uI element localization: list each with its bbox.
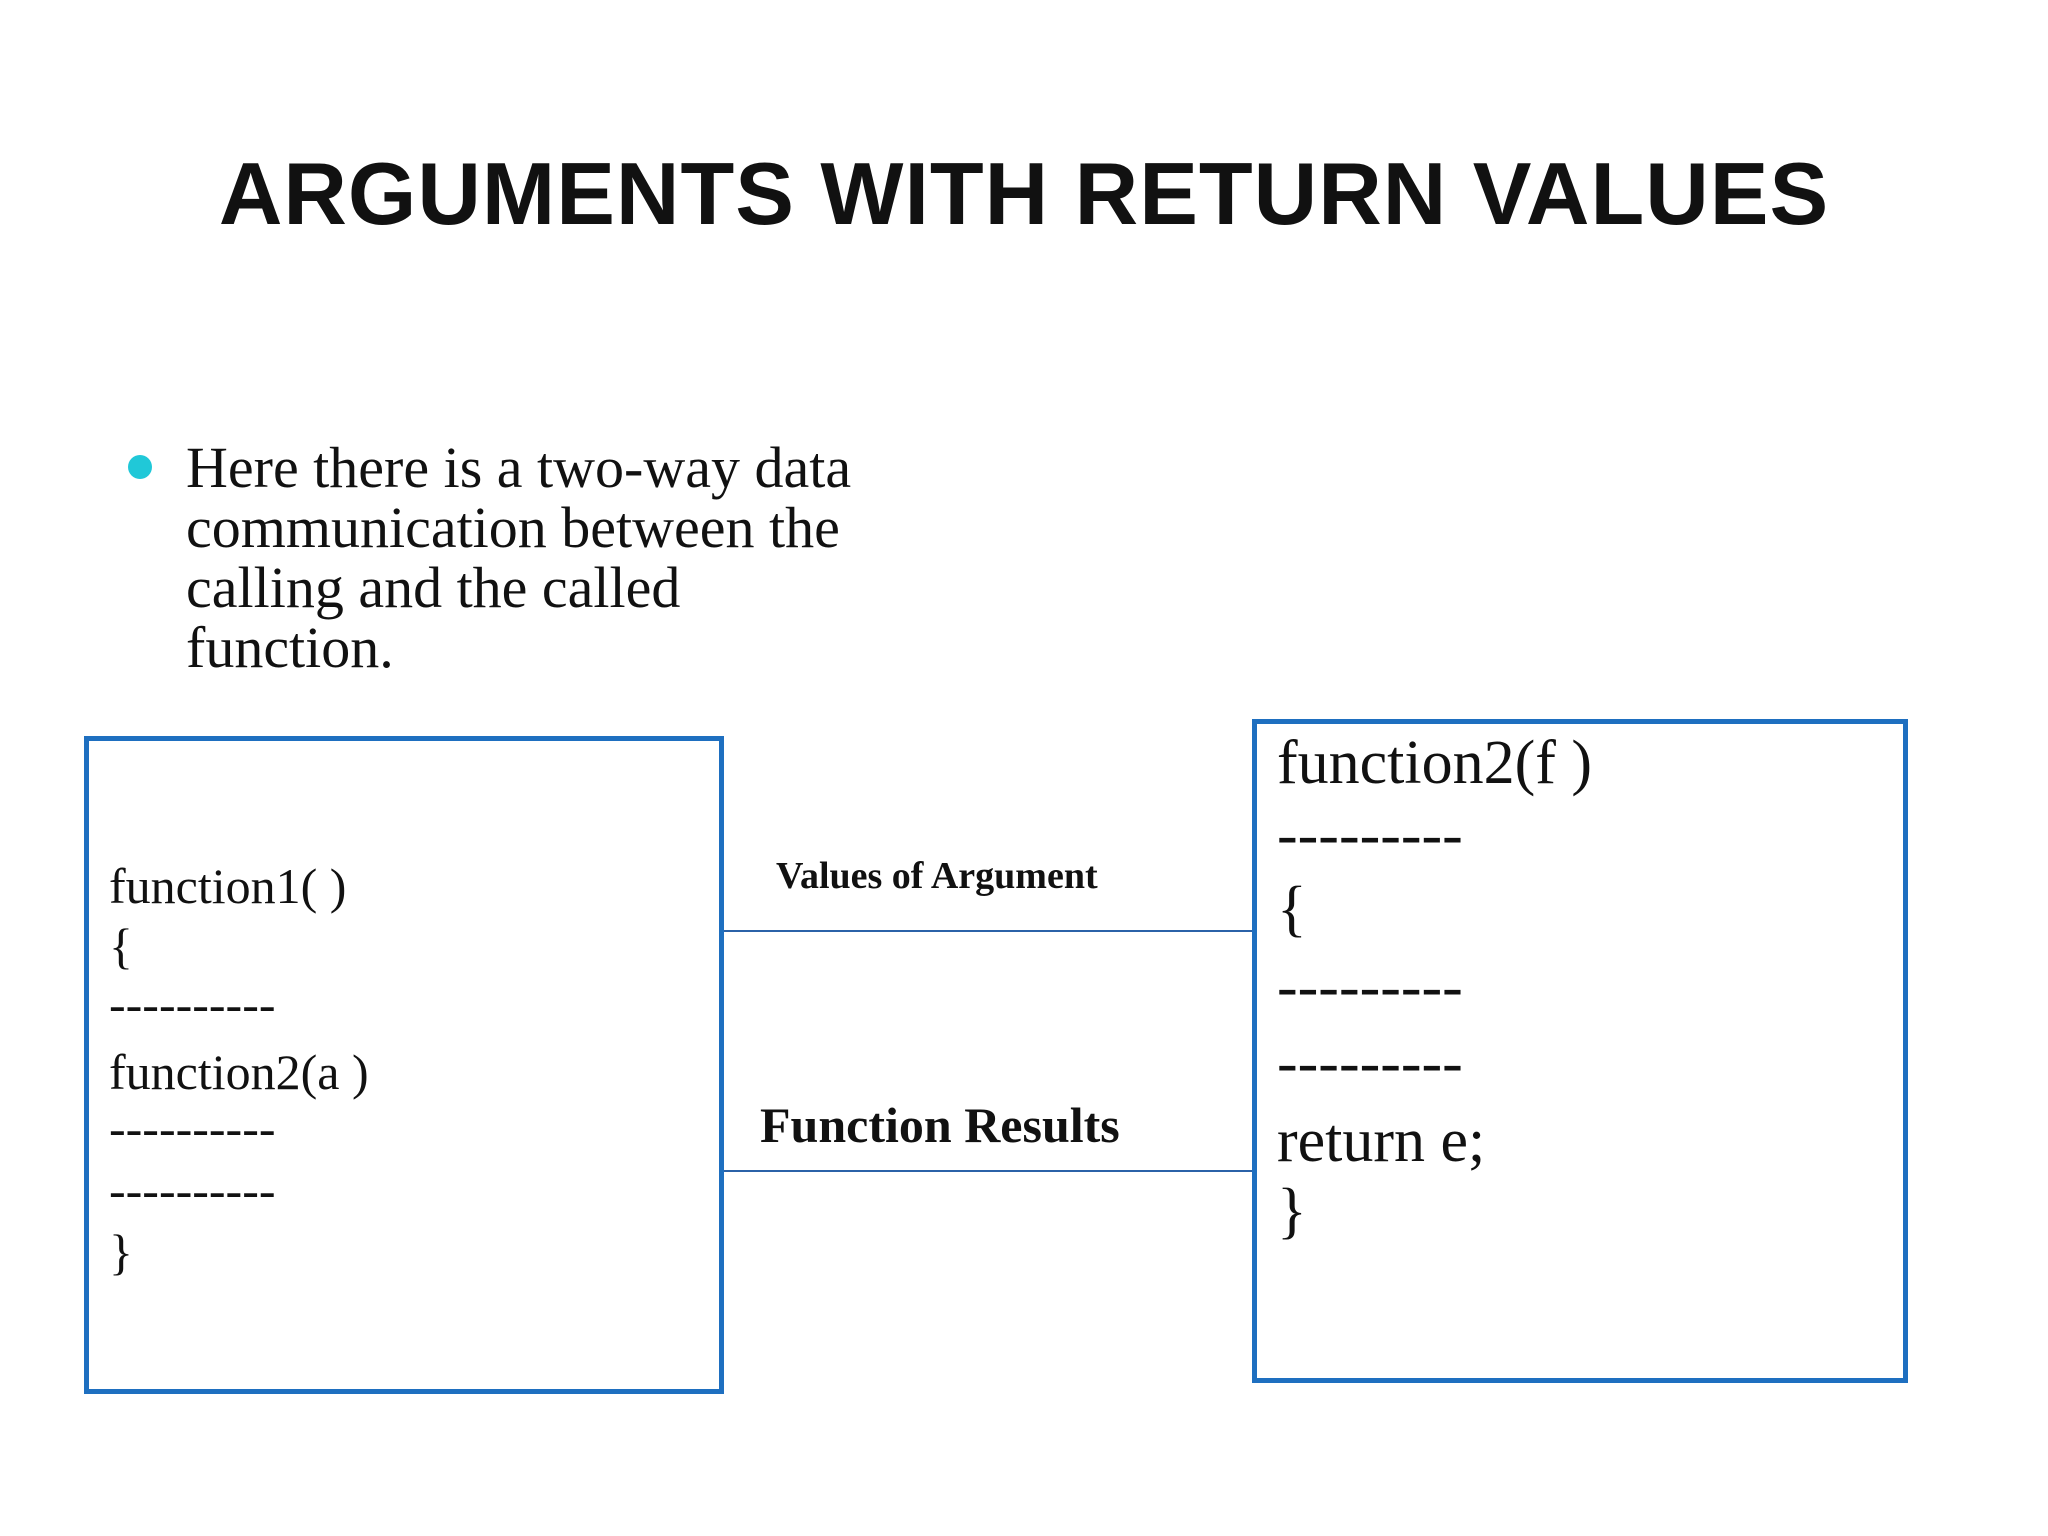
bullet-line: communication between the	[186, 495, 840, 560]
caller-code-line: }	[109, 1224, 133, 1280]
caller-code-line: ----------	[109, 1162, 276, 1218]
callee-code-line: ---------	[1277, 1029, 1463, 1097]
caller-code-line: ----------	[109, 976, 276, 1032]
callee-code-line: {	[1277, 875, 1307, 943]
bullet-line: calling and the called	[186, 555, 681, 620]
bullet-line: Here there is a two-way data	[186, 435, 852, 500]
results-label: Function Results	[760, 1097, 1120, 1153]
bullet-dot-icon	[128, 455, 152, 479]
callee-code-line: }	[1277, 1177, 1307, 1245]
caller-code-line: function2(a )	[109, 1044, 369, 1100]
callee-code-line: function2(f )	[1277, 729, 1593, 797]
callee-code-line: return e;	[1277, 1107, 1486, 1175]
caller-code-line: {	[109, 918, 133, 974]
called-function-box: function2(f ) --------- { --------- ----…	[1252, 719, 1908, 1383]
arguments-label: Values of Argument	[776, 855, 1098, 897]
caller-function-box: function1( ) { ---------- function2(a ) …	[84, 736, 724, 1394]
callee-code-line: ---------	[1277, 801, 1463, 869]
callee-code-line: ---------	[1277, 953, 1463, 1021]
caller-code-line: function1( )	[109, 858, 347, 914]
arguments-connector-line	[724, 930, 1252, 932]
results-connector-line	[724, 1170, 1252, 1172]
bullet-line: function.	[186, 615, 394, 680]
bullet-text: Here there is a two-way data communicati…	[186, 438, 1066, 678]
caller-code-line: ----------	[109, 1100, 276, 1156]
slide-title: ARGUMENTS WITH RETURN VALUES	[218, 144, 1830, 243]
